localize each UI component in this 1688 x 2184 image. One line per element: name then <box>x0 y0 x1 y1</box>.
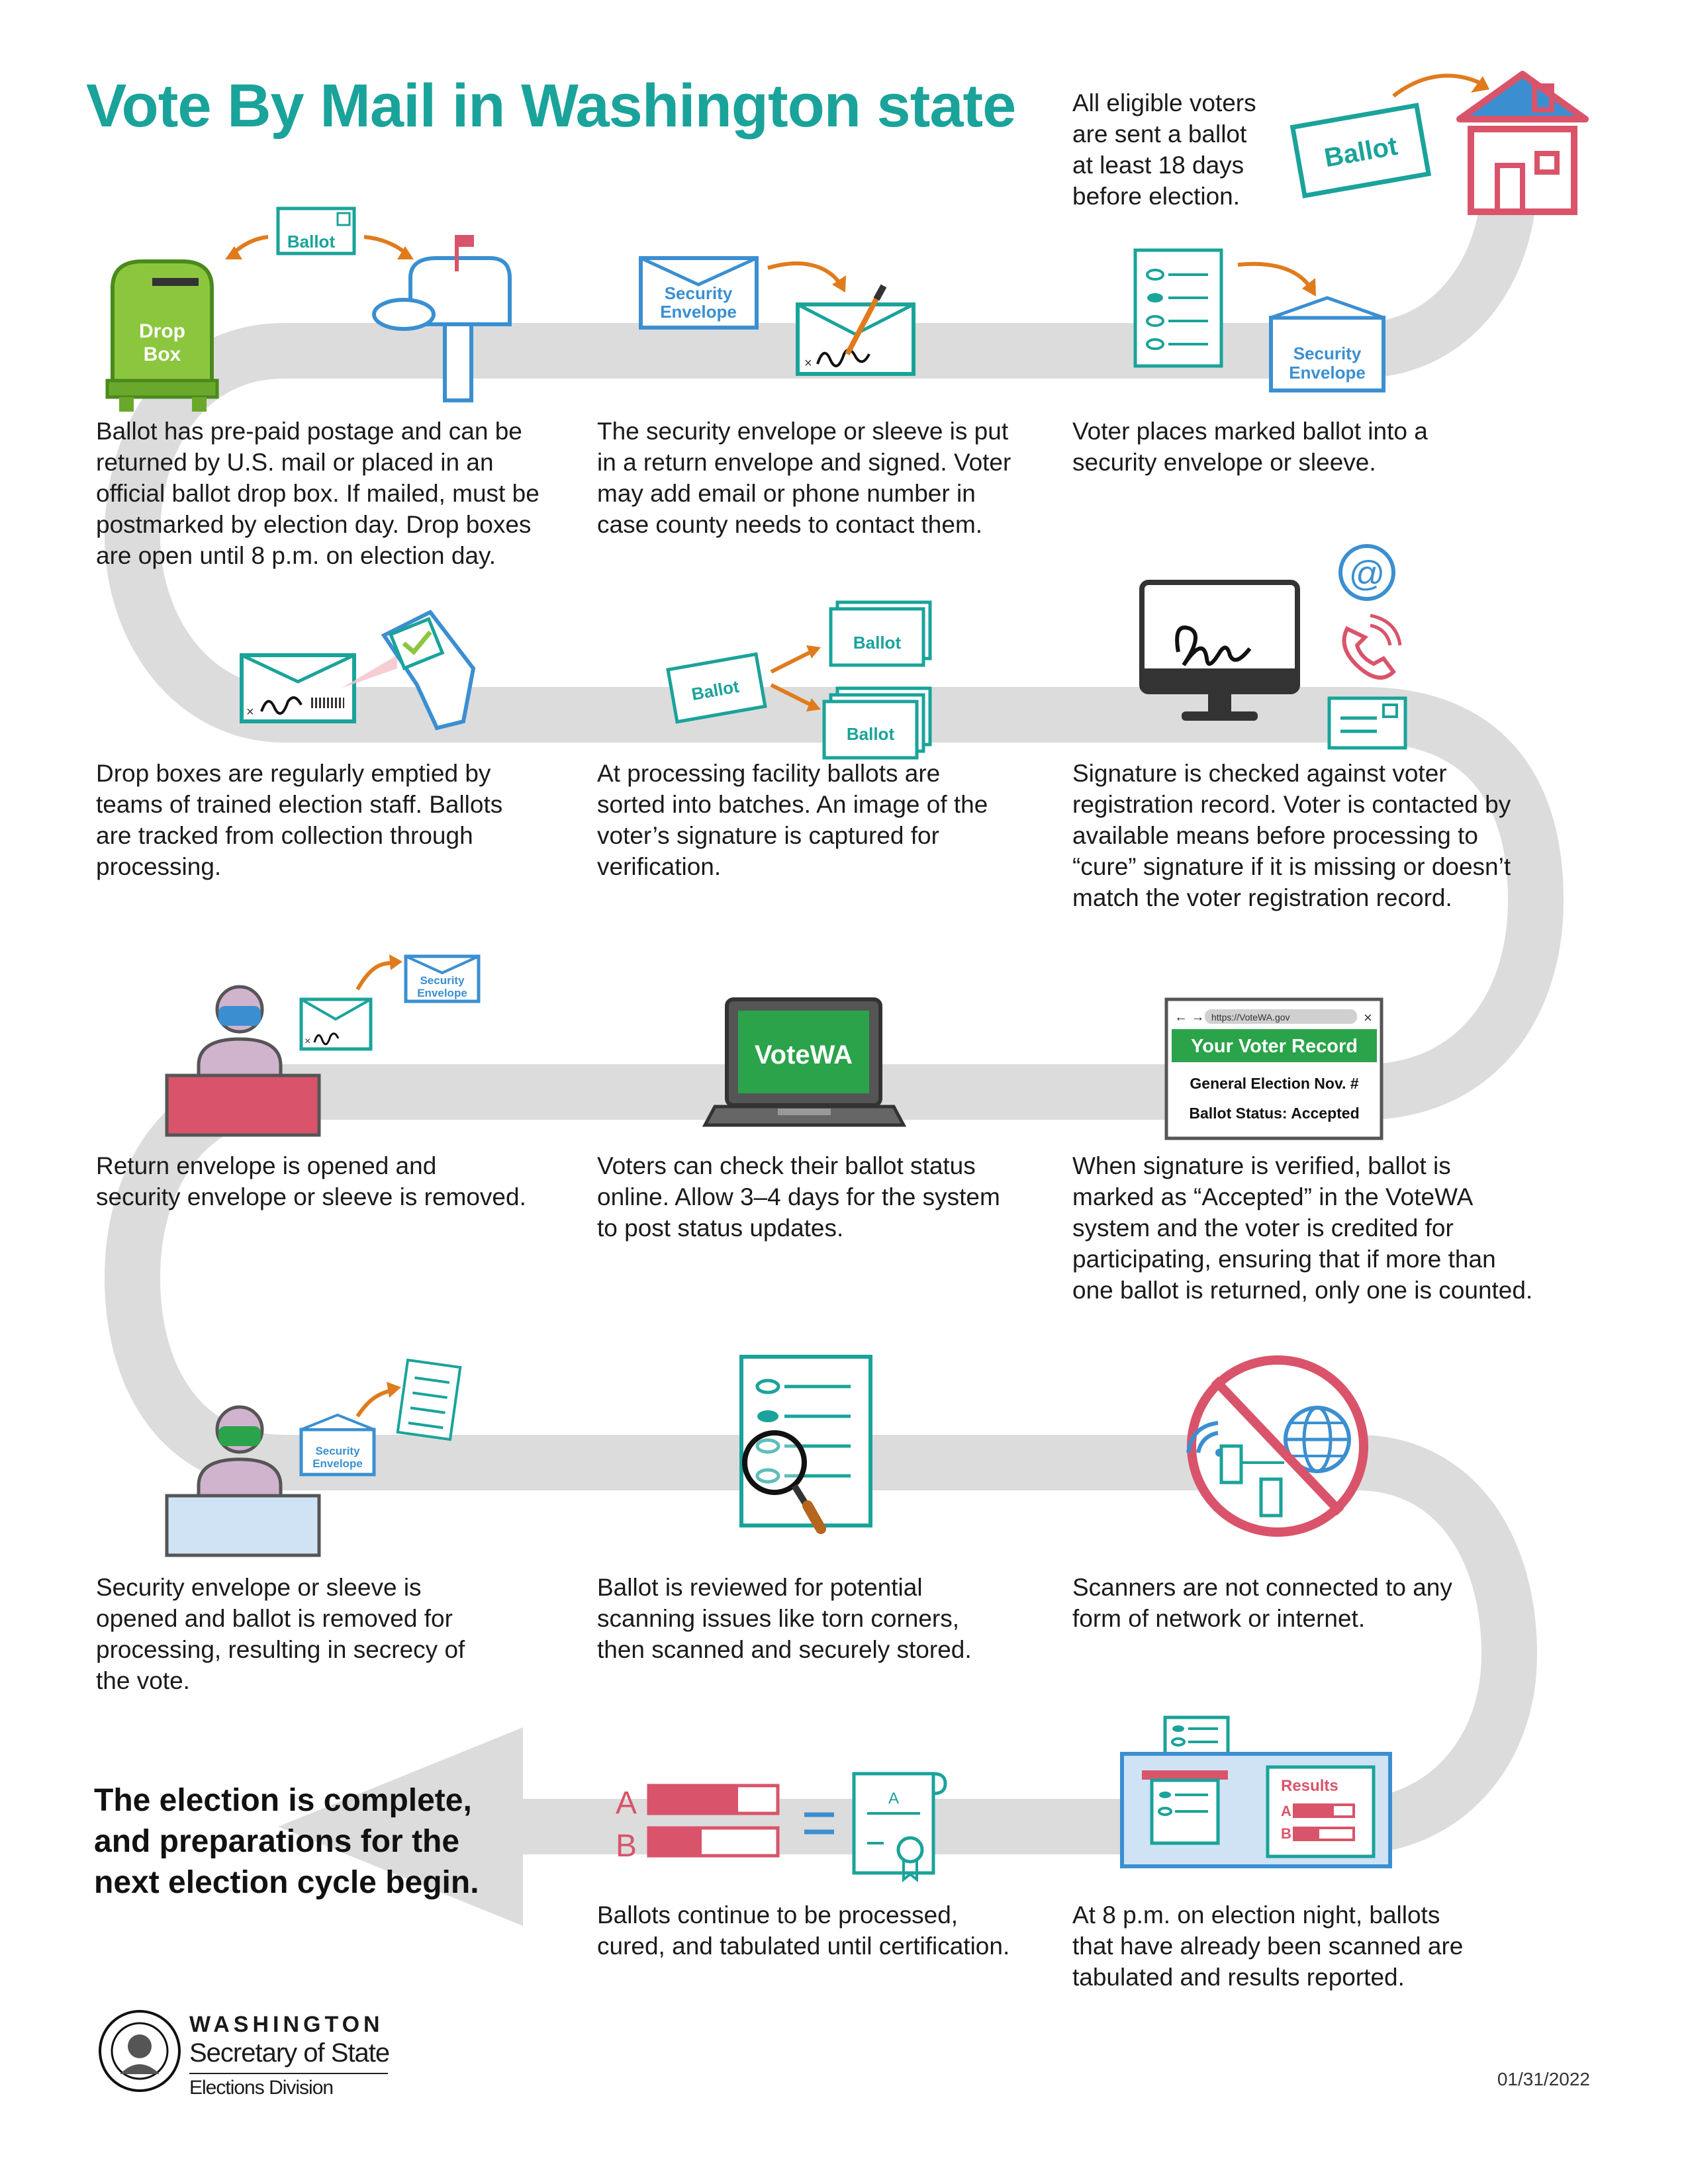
phone-icon <box>1342 614 1402 680</box>
record-url: https://VoteWA.gov <box>1211 1012 1290 1023</box>
arrow-icon <box>770 683 812 707</box>
step-certification: Ballots continue to be processed, cured,… <box>597 1901 1010 1960</box>
state-seal-icon <box>99 2010 181 2092</box>
arrow-icon <box>1392 73 1487 98</box>
arrow-icon <box>770 650 812 674</box>
ballot-review-icon <box>739 1355 872 1527</box>
svg-text:×: × <box>804 356 812 371</box>
laptop-votewa-icon: VoteWA <box>702 997 907 1127</box>
step-return-ballot: Ballot has pre-paid postage and can be r… <box>96 418 539 569</box>
step-scanners-offline: Scanners are not connected to any form o… <box>1072 1574 1452 1632</box>
org-name-washington: WASHINGTON <box>189 2012 384 2037</box>
record-line-2: Ballot Status: Accepted <box>1189 1105 1359 1122</box>
house-icon <box>1456 71 1589 215</box>
security-envelope-icon: Security Envelope <box>1269 296 1385 392</box>
staff-person-icon <box>165 1405 321 1557</box>
security-envelope-label-2: Envelope <box>417 987 467 999</box>
results-label: Results <box>1281 1777 1338 1795</box>
final-statement: The election is complete, and preparatio… <box>94 1783 479 1900</box>
logo-divider <box>189 2073 388 2074</box>
org-name-secretary: Secretary of State <box>189 2038 390 2068</box>
ballot-label: Ballot <box>853 633 902 653</box>
arrow-icon <box>1237 261 1313 289</box>
security-envelope-icon: Security Envelope <box>299 1413 376 1477</box>
record-title: Your Voter Record <box>1191 1036 1358 1057</box>
org-division: Elections Division <box>189 2077 334 2099</box>
svg-text:← →: ← → <box>1174 1010 1205 1024</box>
security-envelope-label-2: Envelope <box>1289 363 1366 383</box>
ballot-icon: Ballot <box>666 652 767 724</box>
ballot-icon: Ballot <box>1289 103 1432 199</box>
ballot-sheet-icon <box>396 1358 462 1441</box>
security-envelope-label-1: Security <box>315 1445 360 1457</box>
path-arrowhead <box>278 1727 523 1926</box>
option-a-label: A <box>616 1786 637 1821</box>
record-line-1: General Election Nov. # <box>1190 1075 1358 1092</box>
step-signature-check: Signature is checked against voter regis… <box>1072 760 1511 911</box>
step-results-reported: At 8 p.m. on election night, ballots tha… <box>1072 1901 1464 1991</box>
handheld-scanner-icon <box>381 610 476 731</box>
step-secrecy: Security envelope or sleeve is opened an… <box>96 1574 465 1694</box>
drop-box-label-2: Box <box>144 343 181 365</box>
security-envelope-icon: Security Envelope <box>639 256 759 330</box>
ballot-batch-icon: Ballot Ballot <box>822 600 932 760</box>
certificate-icon: A <box>852 1772 947 1883</box>
arrow-icon <box>363 235 409 257</box>
publication-date: 01/31/2022 <box>1497 2069 1590 2089</box>
step-drop-box-collection: Drop boxes are regularly emptied by team… <box>96 760 503 880</box>
svg-text:@: @ <box>1349 554 1385 594</box>
magnifier-icon <box>742 1430 826 1534</box>
svg-text:×: × <box>246 705 254 719</box>
certification-results-icon: A B <box>616 1784 834 1864</box>
option-a-label: A <box>888 1790 899 1807</box>
email-icon: @ <box>1338 544 1395 601</box>
page-title: Vote By Mail in Washington state <box>86 72 1016 140</box>
ballot-icon: Ballot <box>276 206 356 255</box>
ballot-label: Ballot <box>847 724 895 744</box>
return-envelope-icon: × <box>796 284 915 376</box>
staff-person-icon <box>165 985 321 1137</box>
close-icon: × <box>1364 1009 1372 1026</box>
svg-text:×: × <box>305 1036 310 1047</box>
drop-box-icon: Drop Box <box>105 259 219 412</box>
return-envelope-icon: × <box>299 997 373 1051</box>
security-envelope-label-2: Envelope <box>312 1457 363 1470</box>
option-b-label: B <box>616 1829 637 1864</box>
monitor-signature-icon <box>1139 580 1300 721</box>
step-sorting: At processing facility ballots are sorte… <box>597 760 988 880</box>
security-envelope-icon: Security Envelope <box>404 954 481 1003</box>
security-envelope-label-1: Security <box>665 283 733 303</box>
arrow-icon <box>767 261 843 286</box>
step-return-envelope-signed: The security envelope or sleeve is put i… <box>597 418 1011 538</box>
option-b-label: B <box>1281 1825 1291 1842</box>
arrow-icon <box>355 1388 395 1418</box>
secretary-of-state-logo: WASHINGTON Secretary of State Elections … <box>97 2008 401 2101</box>
process-path <box>105 178 1564 1926</box>
option-a-label: A <box>1281 1803 1291 1819</box>
step-check-status-online: Voters can check their ballot status onl… <box>597 1152 1000 1242</box>
no-network-icon <box>1186 1355 1368 1537</box>
ballot-sheet-icon <box>1133 248 1223 368</box>
envelope-scan-icon: × <box>240 653 397 723</box>
step-review-scan: Ballot is reviewed for potential scannin… <box>597 1574 972 1663</box>
drop-box-label-1: Drop <box>139 320 185 342</box>
security-envelope-label-1: Security <box>1293 343 1362 363</box>
step-return-envelope-opened: Return envelope is opened and security e… <box>96 1152 526 1210</box>
mail-letter-icon <box>1327 696 1407 750</box>
arrow-icon <box>355 961 395 991</box>
votewa-label: VoteWA <box>755 1040 853 1069</box>
ballot-label: Ballot <box>287 232 336 251</box>
security-envelope-label-1: Security <box>420 974 465 987</box>
step-ballot-accepted: When signature is verified, ballot is ma… <box>1072 1152 1533 1304</box>
step-security-envelope: Voter places marked ballot into a securi… <box>1072 418 1428 476</box>
tabulator-icon: Results A B <box>1120 1715 1392 1868</box>
security-envelope-label-2: Envelope <box>660 302 737 322</box>
voter-record-window: ← → https://VoteWA.gov × Your Voter Reco… <box>1164 997 1383 1140</box>
step-ballot-sent: All eligible voters are sent a ballot at… <box>1072 89 1256 210</box>
mailbox-icon <box>372 235 512 402</box>
